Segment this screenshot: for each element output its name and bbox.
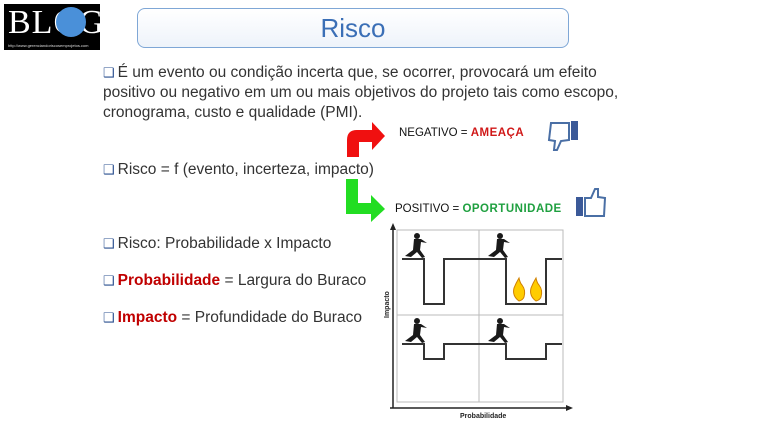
checkbox-bullet-icon: ❑ xyxy=(103,65,115,80)
runner-icon xyxy=(405,318,427,343)
red-arrow-icon xyxy=(347,122,385,157)
negative-label: NEGATIVO = AMEAÇA xyxy=(399,127,525,139)
hole-wave xyxy=(402,343,562,360)
runner-icon xyxy=(405,233,427,258)
thumbs-up-icon xyxy=(576,188,607,217)
checkbox-bullet-icon: ❑ xyxy=(103,310,115,325)
formula-bullet: ❑Risco = f (evento, incerteza, impacto) xyxy=(103,161,374,178)
runner-icons xyxy=(405,233,510,343)
fire-icon xyxy=(530,276,543,302)
impacto-bullet: ❑Impacto = Profundidade do Buraco xyxy=(103,309,362,326)
product-bullet: ❑Risco: Probabilidade x Impacto xyxy=(103,235,332,252)
probabilidade-bullet: ❑Probabilidade = Largura do Buraco xyxy=(103,272,367,289)
logo-url: http://www.gerenciandoriscosemprojetos.c… xyxy=(8,43,89,48)
logo-circle xyxy=(56,7,86,37)
slide-title: Risco xyxy=(137,8,569,48)
hole-wave xyxy=(402,258,562,305)
checkbox-bullet-icon: ❑ xyxy=(103,273,115,288)
thumbs-down-icon xyxy=(547,121,578,151)
y-axis-label: Impacto xyxy=(384,291,391,318)
fire-icons xyxy=(513,276,543,302)
runner-icon xyxy=(488,233,510,258)
x-axis-label: Probabilidade xyxy=(460,413,506,420)
runner-icon xyxy=(488,318,510,343)
definition-bullet: ❑É um evento ou condição incerta que, se… xyxy=(103,64,619,121)
logo-text: BLOG xyxy=(8,4,105,41)
fire-icon xyxy=(513,276,526,302)
risk-diagram: Impacto Probabilidade xyxy=(384,223,573,420)
checkbox-bullet-icon: ❑ xyxy=(103,236,115,251)
positive-label: POSITIVO = OPORTUNIDADE xyxy=(395,203,562,215)
checkbox-bullet-icon: ❑ xyxy=(103,162,115,177)
blog-logo[interactable]: BLOG http://www.gerenciandoriscosemprojet… xyxy=(4,4,104,50)
green-arrow-icon xyxy=(346,179,385,222)
